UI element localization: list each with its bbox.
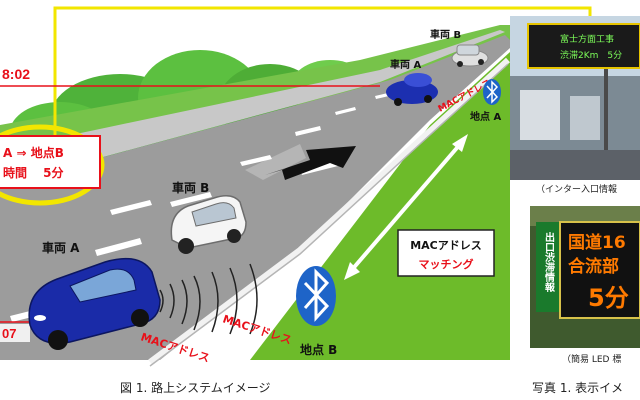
figure-caption: 図 1. 路上システムイメージ bbox=[120, 380, 270, 395]
bluetooth-icon-a bbox=[483, 79, 501, 105]
photo-interchange-sign bbox=[510, 16, 640, 180]
led-sign-line3: 5分 bbox=[588, 284, 629, 312]
matching-box-line2: マッチング bbox=[419, 257, 474, 271]
vehicle-a-far-label: 車両 A bbox=[390, 58, 421, 71]
top-photo-caption: （インター入口情報 bbox=[536, 183, 617, 195]
vehicle-a-far bbox=[386, 73, 438, 106]
info-box-line1: A ⇒ 地点B bbox=[3, 145, 64, 160]
info-box-line2: 時間 5分 bbox=[3, 165, 64, 180]
direction-arrow-icon bbox=[265, 146, 356, 180]
photo-led-sign bbox=[530, 206, 640, 348]
vehicle-b-far-label: 車両 B bbox=[430, 28, 461, 41]
info-oval bbox=[0, 124, 105, 206]
led-sign-vertical: 出口渋滞情報 bbox=[543, 231, 555, 293]
matching-box-line1: MACアドレス bbox=[410, 239, 482, 252]
point-b-label: 地点 B bbox=[300, 342, 337, 357]
vehicle-b-far bbox=[451, 44, 489, 67]
time-end-label: 07 bbox=[2, 326, 16, 341]
matching-box bbox=[397, 229, 495, 277]
vehicle-b-label: 車両 B bbox=[172, 180, 209, 195]
photo-caption: 写真 1. 表示イメ bbox=[532, 381, 623, 395]
led-sign-line1: 国道16 bbox=[568, 232, 626, 253]
guardrail bbox=[148, 57, 511, 365]
led-sign-line2: 合流部 bbox=[568, 256, 619, 277]
top-sign-line1: 富士方面工事 bbox=[560, 33, 614, 45]
vehicle-b bbox=[170, 195, 247, 254]
top-sign-line2: 渋滞2Km 5分 bbox=[560, 49, 622, 61]
bluetooth-icon-b bbox=[296, 266, 336, 326]
vehicle-a-label: 車両 A bbox=[42, 240, 80, 255]
point-a-label: 地点 A bbox=[470, 110, 501, 123]
vehicle-a bbox=[28, 257, 161, 350]
info-box bbox=[0, 135, 101, 189]
radio-waves bbox=[159, 263, 258, 335]
time-start-label: 8:02 bbox=[2, 66, 30, 82]
bottom-photo-caption: （簡易 LED 標 bbox=[562, 353, 621, 365]
matching-arrow-icon bbox=[344, 134, 468, 280]
